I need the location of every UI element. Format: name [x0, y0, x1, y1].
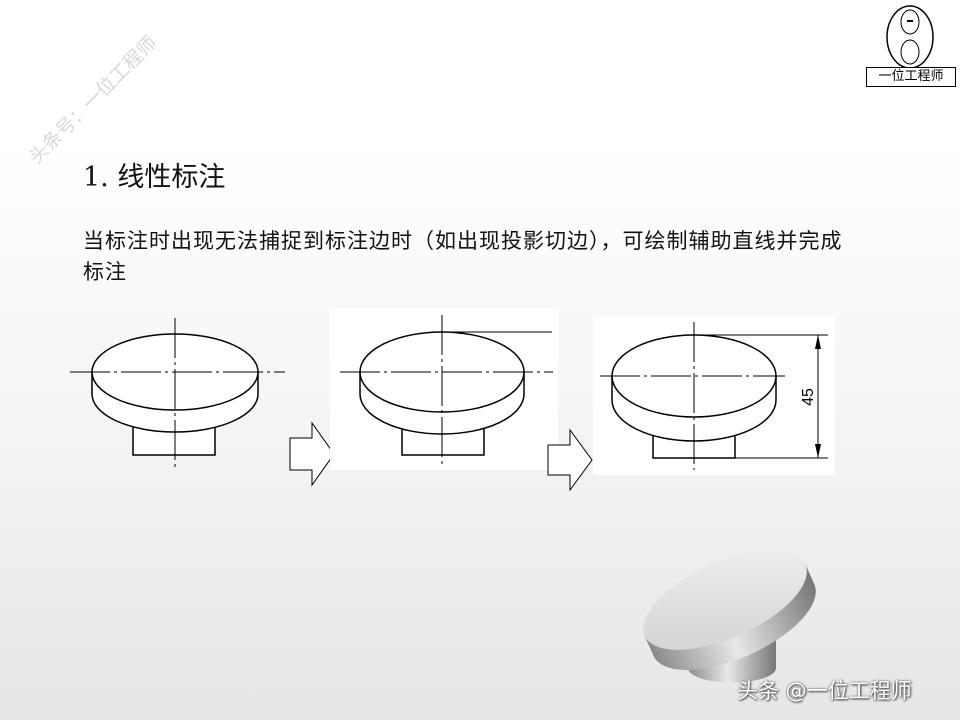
logo-icon	[886, 5, 934, 69]
drawing-step-3	[600, 322, 828, 470]
3d-part-render	[643, 550, 816, 683]
slide-body: 当标注时出现无法捕捉到标注边时（如出现投影切边），可绘制辅助直线并完成标注	[83, 229, 843, 284]
drawing-step-1	[70, 318, 285, 468]
drawing-step-2	[340, 315, 553, 468]
arrow-right-icon	[289, 421, 335, 487]
footer-watermark: 头条 @一位工程师	[737, 679, 912, 703]
dimension-label: 45	[800, 388, 817, 406]
arrow-right-icon	[547, 428, 593, 492]
logo-label: 一位工程师	[866, 67, 956, 87]
slide-title: 1. 线性标注	[83, 162, 226, 193]
